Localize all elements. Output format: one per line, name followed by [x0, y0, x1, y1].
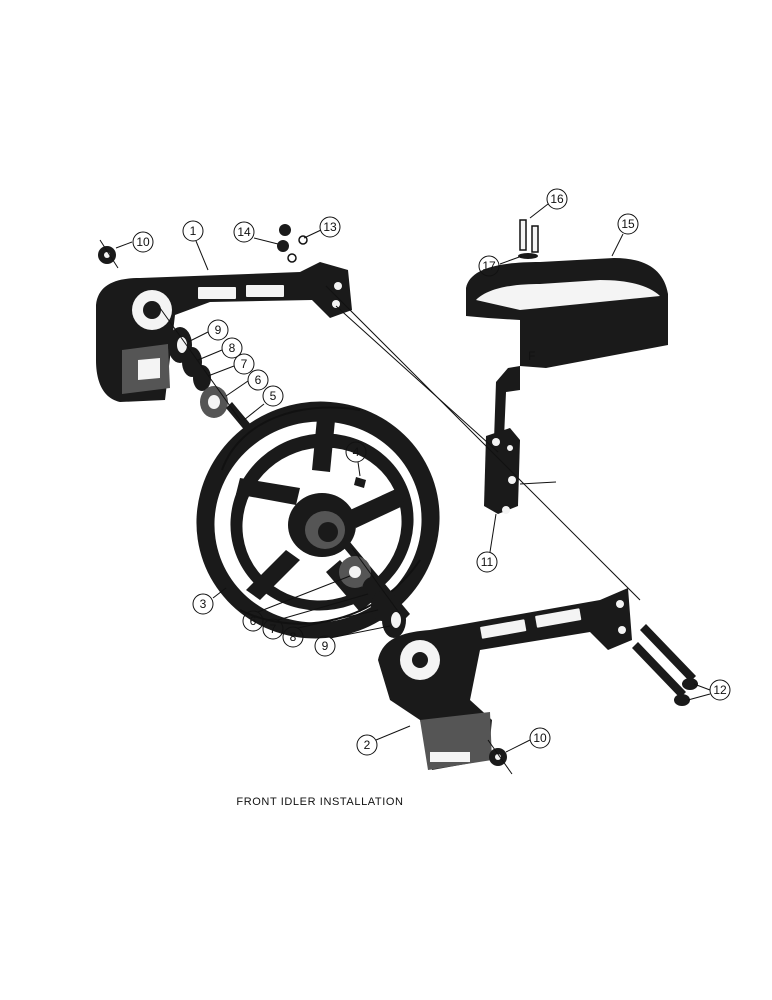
- callout-7-upper: 7: [207, 353, 255, 377]
- callout-9-upper: 9: [187, 319, 229, 343]
- callout-label: 13: [323, 220, 337, 234]
- callout-6-lower: 6: [242, 575, 351, 632]
- idler-cover: F: [466, 258, 668, 440]
- callout-label: 8: [290, 630, 297, 644]
- lower-idler-bracket: [378, 588, 632, 770]
- callout-11: 11: [476, 513, 498, 573]
- callout-3: 3: [192, 587, 227, 615]
- callout-label: 15: [621, 217, 635, 231]
- callout-label: 3: [200, 597, 207, 611]
- callout-label: 1: [190, 224, 197, 238]
- callout-label: 9: [215, 323, 222, 337]
- adjuster-block: [484, 428, 557, 514]
- callout-13: 13: [303, 216, 341, 239]
- callout-4: 4: [345, 441, 367, 477]
- callout-label: 12: [713, 683, 727, 697]
- callout-8-upper: 8: [197, 337, 243, 361]
- cover-bolts: [518, 219, 539, 259]
- callout-2: 2: [356, 725, 411, 756]
- callout-label: 16: [550, 192, 564, 206]
- callout-8-lower: 8: [282, 609, 379, 648]
- callout-label: 14: [237, 225, 251, 239]
- callout-6-upper: 6: [225, 369, 269, 397]
- callout-16: 16: [529, 188, 568, 219]
- callout-5: 5: [243, 385, 284, 421]
- callout-label: 6: [255, 373, 262, 387]
- cover-marking: F: [528, 349, 535, 363]
- bracket-bolts: [632, 624, 698, 706]
- callout-label: 7: [270, 622, 277, 636]
- callout-label: 10: [136, 235, 150, 249]
- callout-12: 12: [687, 679, 731, 701]
- bracket-hardware-13-14: [277, 224, 308, 263]
- callout-10-upper: 10: [115, 231, 154, 253]
- upper-idler-bracket: [96, 262, 352, 402]
- grease-fitting: [354, 477, 366, 488]
- callout-7-lower: 7: [262, 593, 369, 640]
- callout-1: 1: [182, 220, 209, 271]
- callout-14: 14: [233, 221, 279, 245]
- diagram-caption: FRONT IDLER INSTALLATION: [236, 796, 404, 808]
- callout-17: 17: [478, 255, 523, 277]
- callout-label: 11: [481, 555, 494, 569]
- callout-15: 15: [611, 213, 639, 257]
- callout-label: 5: [270, 389, 277, 403]
- lower-axle-stack: [339, 542, 410, 638]
- callout-label: 4: [353, 445, 360, 459]
- callout-label: 6: [250, 614, 257, 628]
- callout-10-lower: 10: [505, 727, 551, 753]
- callout-label: 2: [364, 738, 371, 752]
- callout-label: 17: [482, 259, 496, 273]
- callout-label: 8: [229, 341, 236, 355]
- callout-label: 9: [322, 639, 329, 653]
- assembly-lines: [99, 239, 641, 775]
- callout-label: 7: [241, 357, 248, 371]
- callout-9-lower: 9: [314, 625, 391, 657]
- callout-label: 10: [533, 731, 547, 745]
